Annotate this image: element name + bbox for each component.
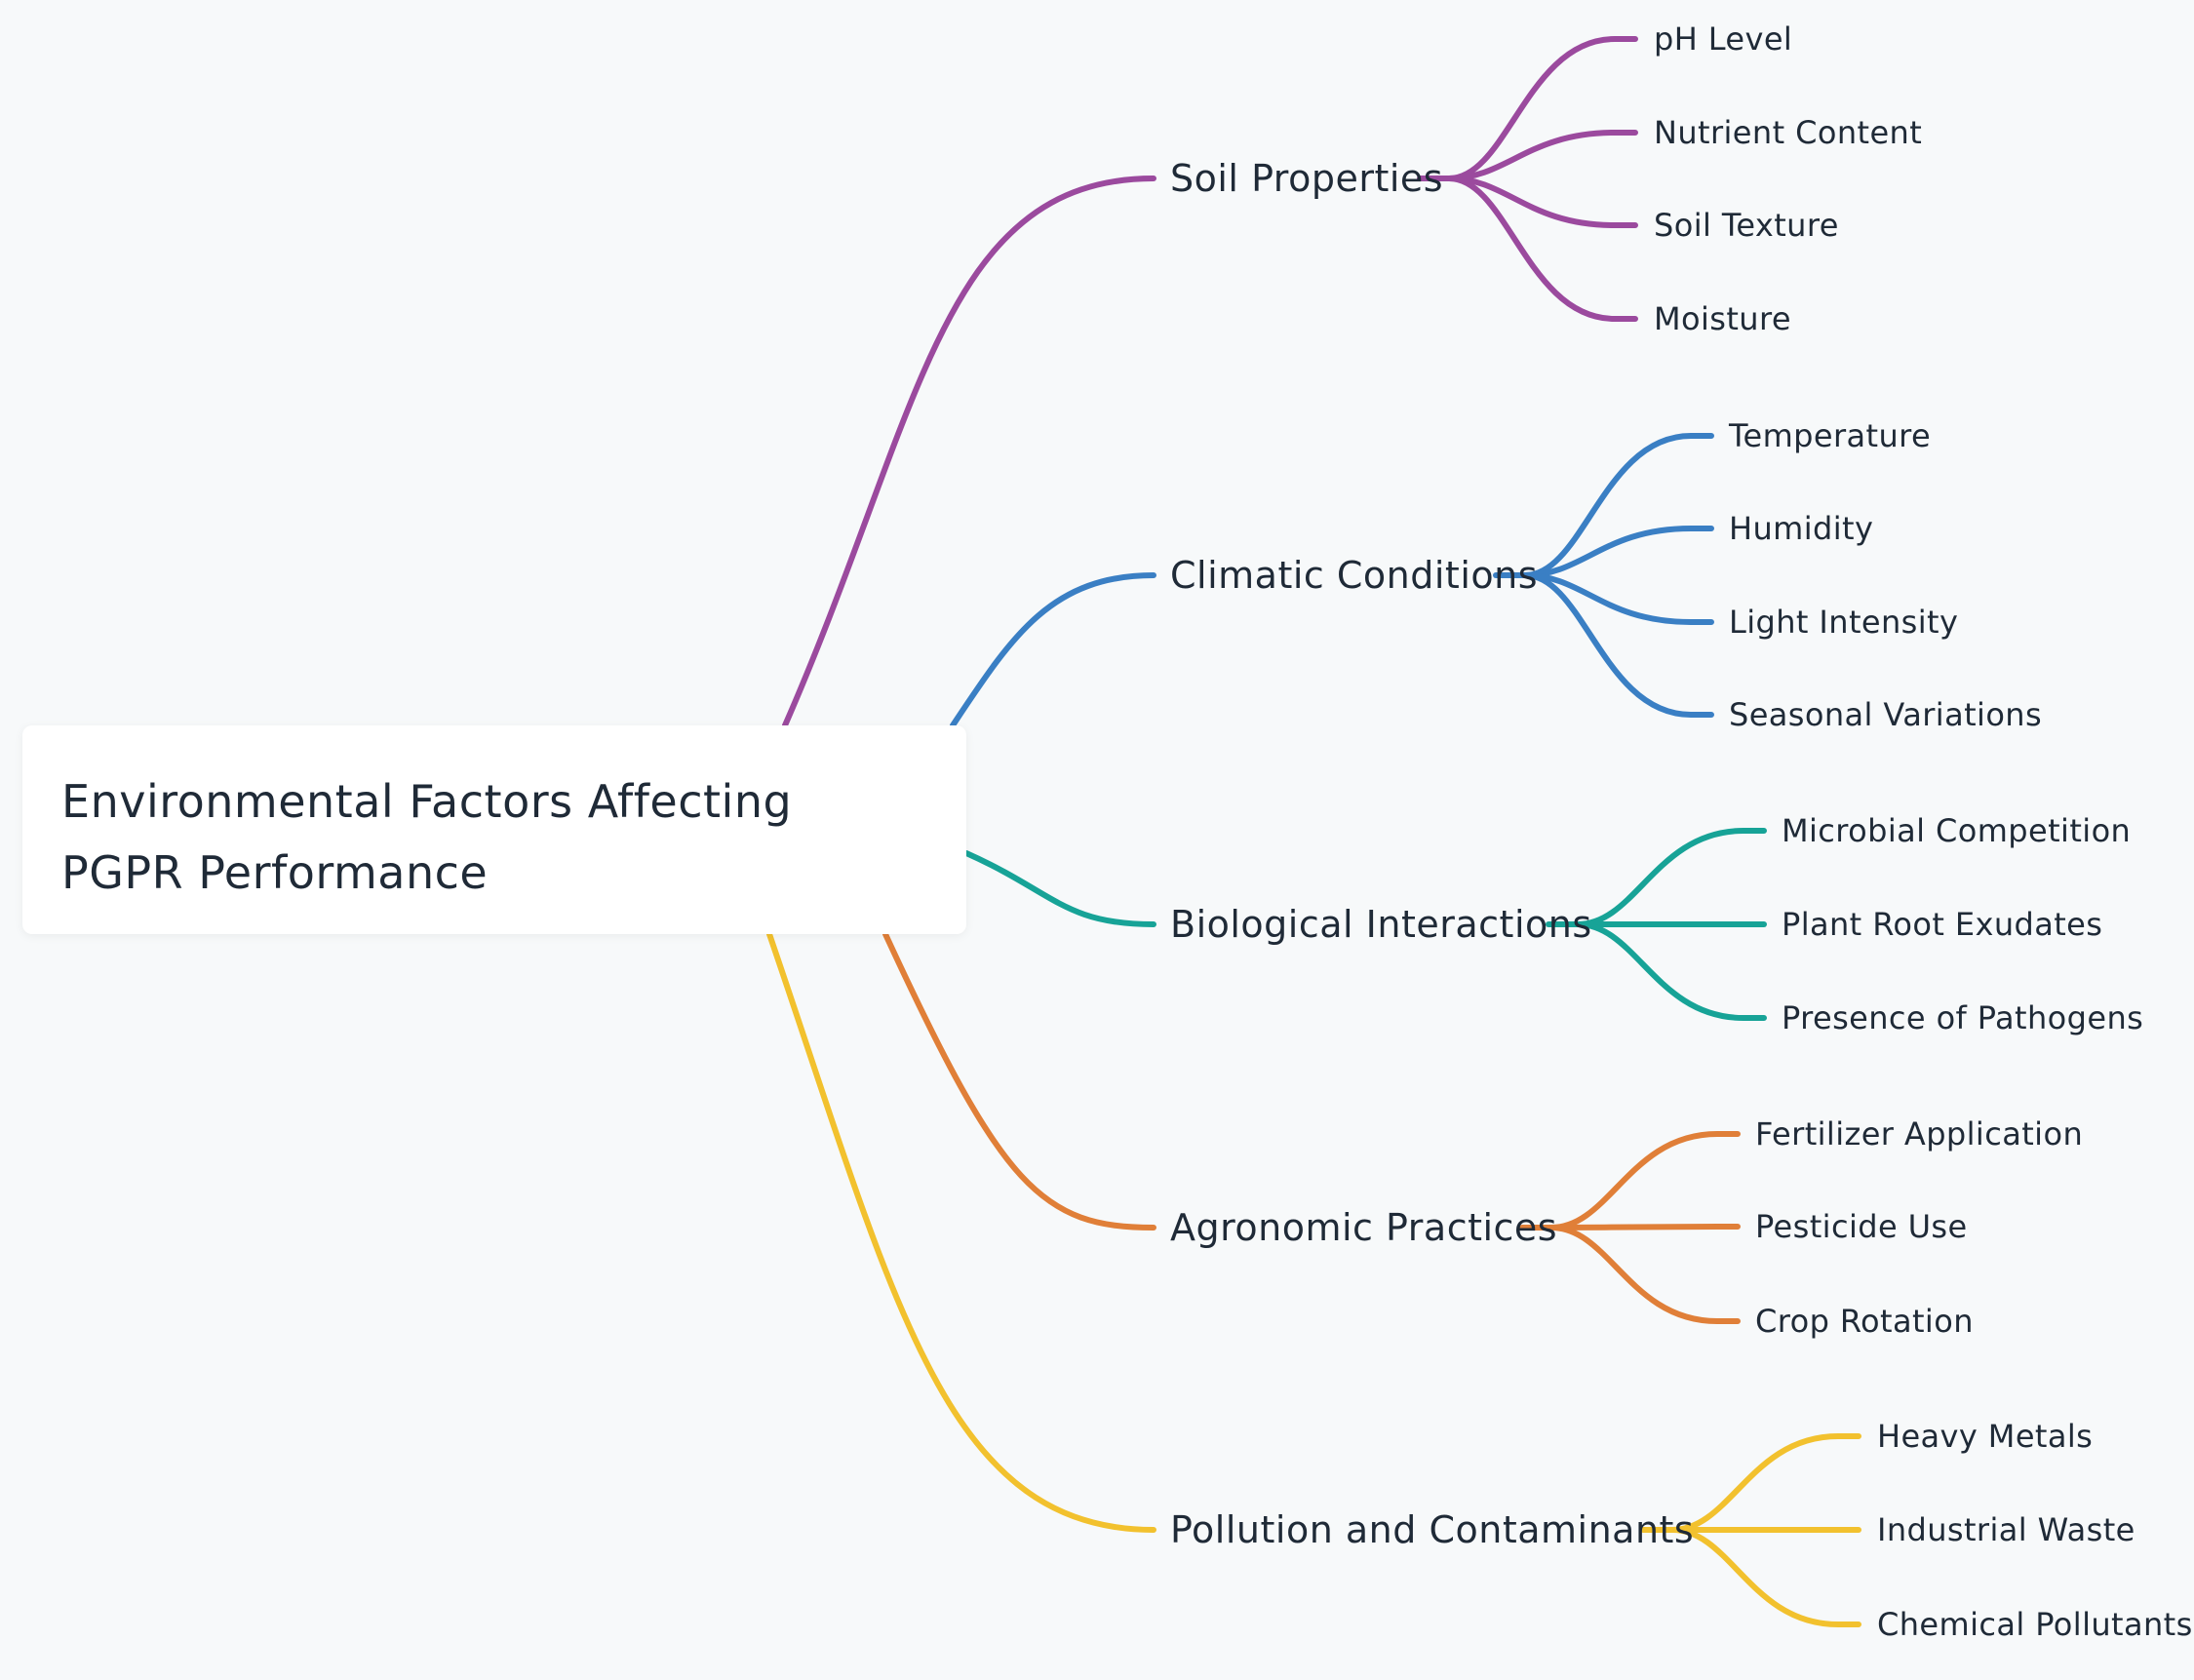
leaf-node-4-2[interactable]: Pesticide Use: [1755, 1208, 1968, 1245]
leaf-connector-4-2: [1548, 1224, 1741, 1231]
leaf-node-1-4[interactable]: Moisture: [1654, 300, 1791, 337]
leaf-connector-4-3: [1548, 1225, 1741, 1324]
leaf-connector-1-4: [1446, 176, 1638, 322]
branch-node-1[interactable]: Soil Properties: [1170, 157, 1444, 200]
root-connector-2: [950, 572, 1156, 728]
leaf-node-3-3[interactable]: Presence of Pathogens: [1782, 999, 2144, 1036]
leaf-node-3-1[interactable]: Microbial Competition: [1782, 812, 2132, 849]
leaf-node-5-1[interactable]: Heavy Metals: [1877, 1418, 2094, 1455]
leaf-connector-2-2: [1522, 526, 1714, 578]
leaf-connector-2-3: [1522, 572, 1714, 625]
root-connector-5: [766, 931, 1156, 1533]
leaf-connector-1-2: [1446, 130, 1638, 181]
root-title: Environmental Factors Affecting PGPR Per…: [61, 775, 793, 899]
leaf-connector-3-3: [1575, 921, 1767, 1021]
branch-node-4[interactable]: Agronomic Practices: [1170, 1206, 1558, 1249]
root-connector-4: [882, 931, 1156, 1231]
leaf-connector-1-1: [1446, 36, 1638, 181]
leaf-node-2-3[interactable]: Light Intensity: [1729, 604, 1959, 641]
leaf-connector-5-3: [1669, 1527, 1861, 1627]
leaf-node-5-3[interactable]: Chemical Pollutants: [1877, 1606, 2193, 1643]
leaf-node-2-1[interactable]: Temperature: [1729, 417, 1932, 454]
leaf-connector-2-1: [1522, 433, 1714, 578]
leaf-node-4-3[interactable]: Crop Rotation: [1755, 1303, 1974, 1340]
root-connector-1: [782, 176, 1156, 728]
leaf-node-2-2[interactable]: Humidity: [1729, 510, 1874, 547]
leaf-connector-1-3: [1446, 176, 1638, 228]
leaf-node-2-4[interactable]: Seasonal Variations: [1729, 696, 2043, 733]
leaf-node-3-2[interactable]: Plant Root Exudates: [1782, 906, 2103, 943]
leaf-node-5-2[interactable]: Industrial Waste: [1877, 1511, 2135, 1548]
branch-node-3[interactable]: Biological Interactions: [1170, 903, 1592, 946]
root-connector-3: [963, 850, 1156, 927]
leaf-node-1-1[interactable]: pH Level: [1654, 20, 1793, 58]
leaf-connector-2-4: [1522, 572, 1714, 718]
leaf-node-1-2[interactable]: Nutrient Content: [1654, 114, 1923, 151]
branch-node-5[interactable]: Pollution and Contaminants: [1170, 1508, 1695, 1551]
leaf-node-4-1[interactable]: Fertilizer Application: [1755, 1115, 2084, 1153]
leaf-connector-5-1: [1669, 1433, 1861, 1533]
branch-node-2[interactable]: Climatic Conditions: [1170, 554, 1539, 597]
leaf-connector-4-1: [1548, 1131, 1741, 1231]
leaf-node-1-3[interactable]: Soil Texture: [1654, 207, 1839, 244]
leaf-connector-3-1: [1575, 828, 1767, 927]
root-node[interactable]: Environmental Factors Affecting PGPR Per…: [22, 725, 966, 934]
